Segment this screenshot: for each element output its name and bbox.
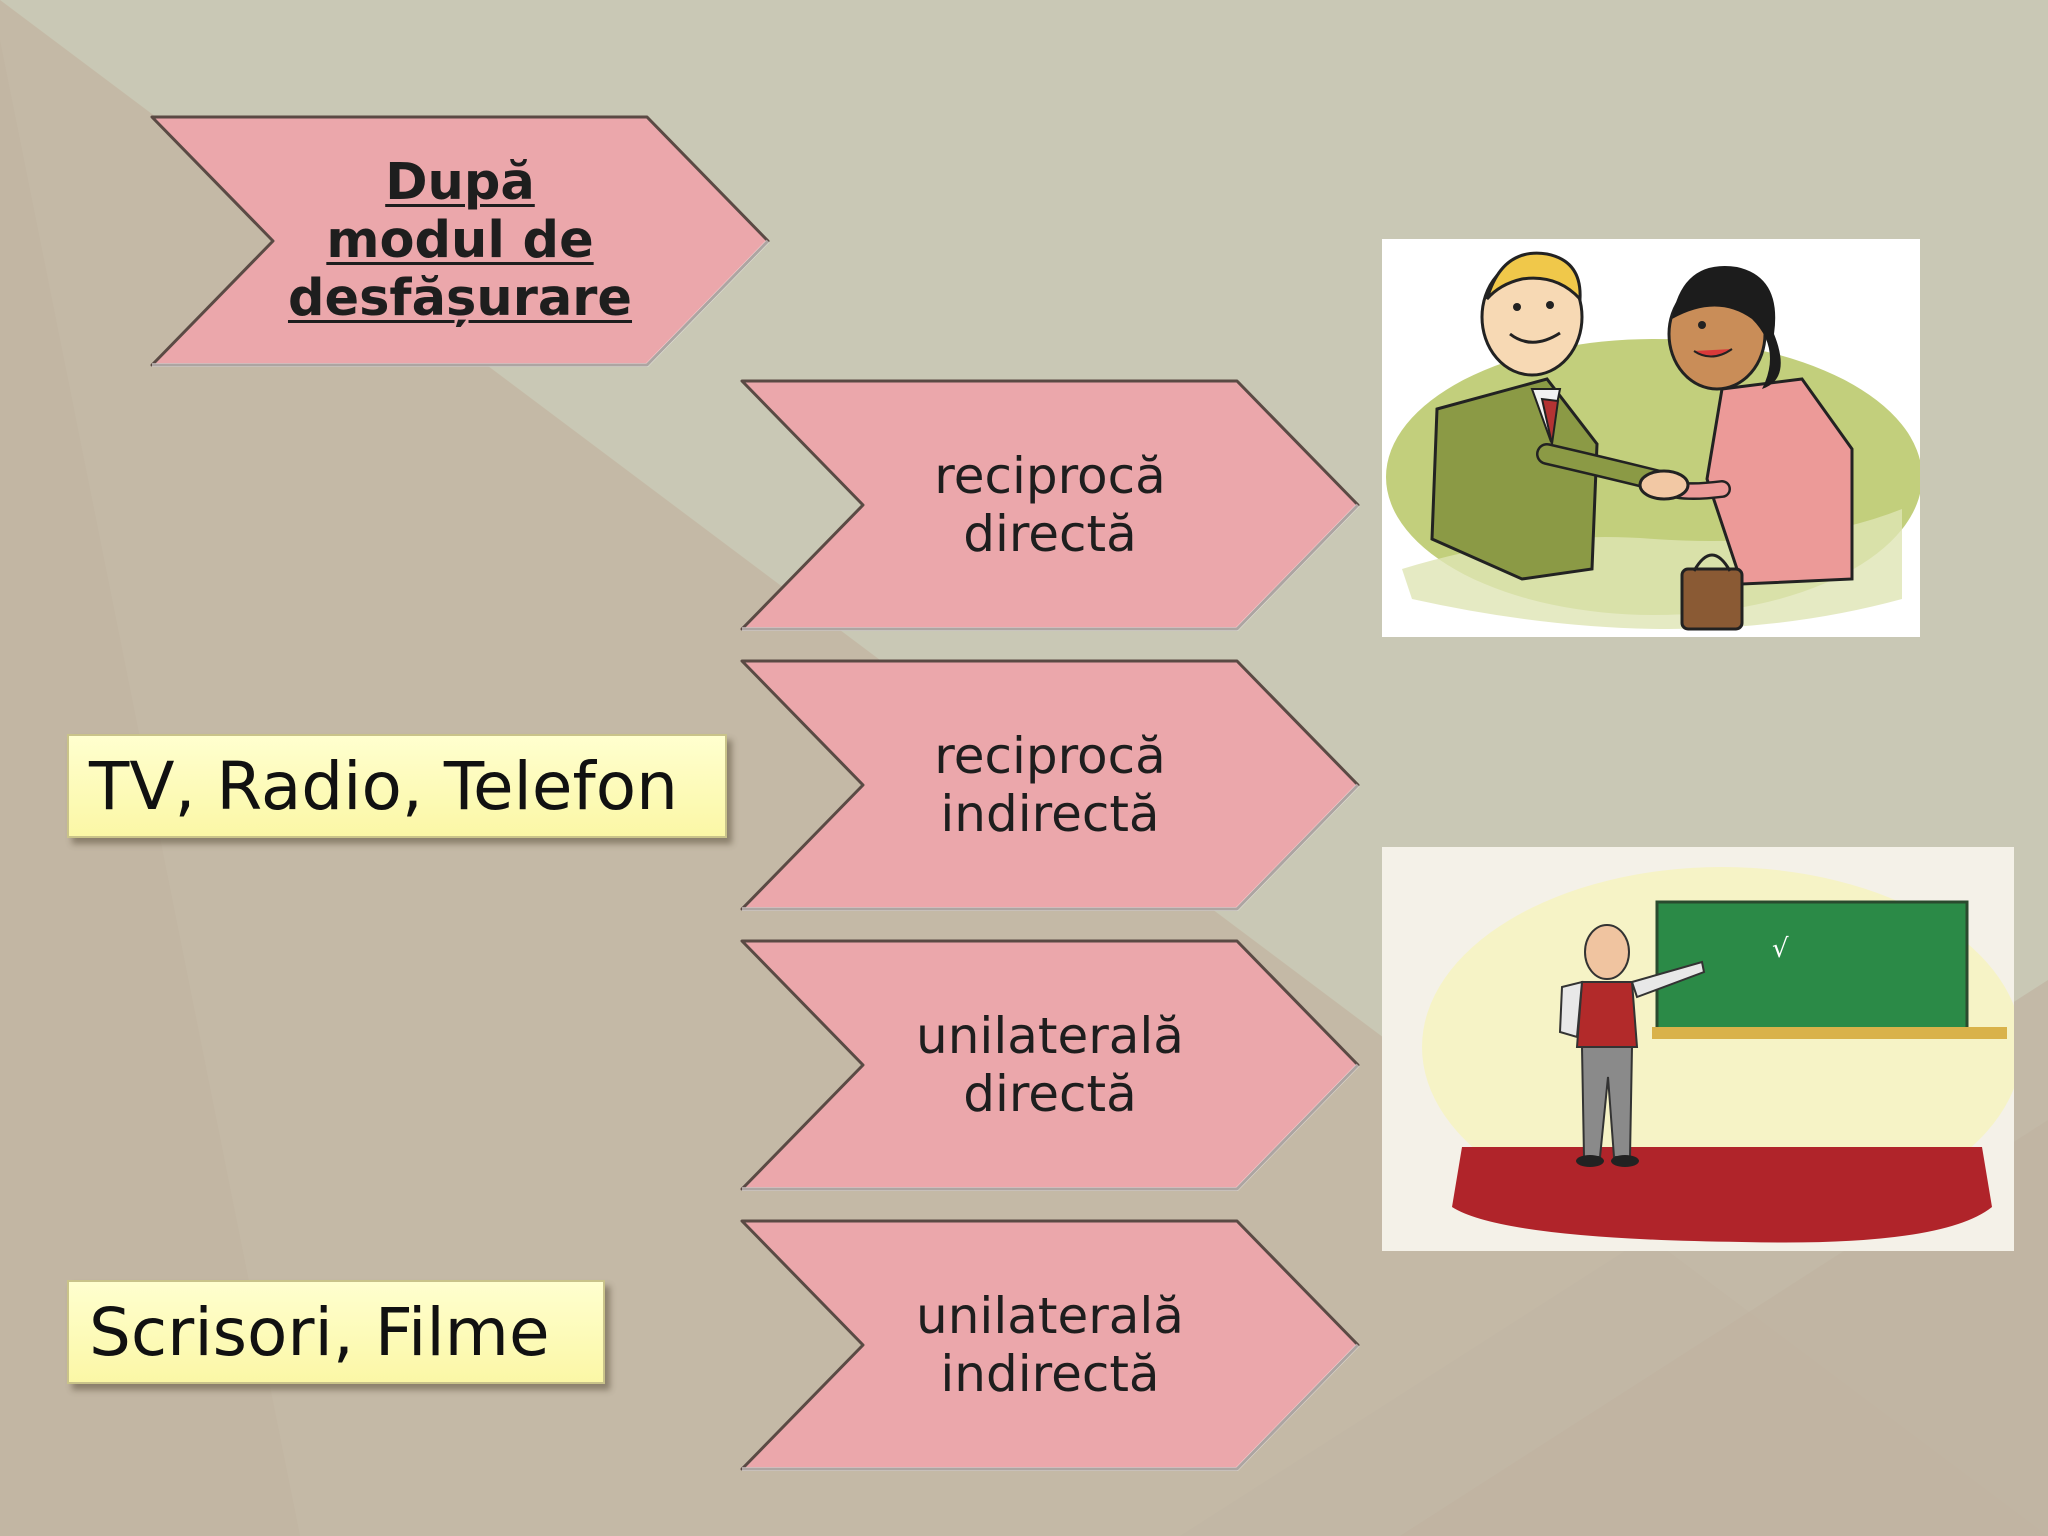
- chevron-shape: [740, 659, 1360, 911]
- type-line-1: unilaterală: [916, 1007, 1184, 1065]
- type-chevron-unilateral-direct: unilaterală directă: [740, 939, 1360, 1191]
- type-line-2: indirectă: [940, 1345, 1160, 1403]
- type-text: unilaterală indirectă: [863, 1221, 1237, 1469]
- heading-line-1: După: [385, 153, 535, 212]
- heading-line-3: desfășurare: [287, 269, 633, 328]
- chevron-shape: [150, 115, 770, 367]
- teacher-blackboard-clipart-icon: √: [1382, 847, 2014, 1251]
- chevron-shape: [740, 939, 1360, 1191]
- type-text: reciprocă indirectă: [863, 661, 1237, 909]
- type-line-2: indirectă: [940, 785, 1160, 843]
- teacher-illustration: √: [1422, 867, 2014, 1243]
- type-line-1: unilaterală: [916, 1287, 1184, 1345]
- type-line-1: reciprocă: [934, 727, 1166, 785]
- example-box-letters-films: Scrisori, Filme: [67, 1280, 605, 1384]
- example-box-tv-radio-phone: TV, Radio, Telefon: [67, 734, 727, 838]
- type-text: unilaterală directă: [863, 941, 1237, 1189]
- svg-text:√: √: [1772, 934, 1789, 964]
- type-chevron-unilateral-indirect: unilaterală indirectă: [740, 1219, 1360, 1471]
- type-line-1: reciprocă: [934, 447, 1166, 505]
- type-text: reciprocă directă: [863, 381, 1237, 629]
- type-chevron-reciprocal-indirect: reciprocă indirectă: [740, 659, 1360, 911]
- heading-line-2: modul de: [326, 211, 594, 270]
- heading-chevron: După modul de desfășurare: [150, 115, 770, 367]
- chevron-shape: [740, 379, 1360, 631]
- chevron-shape: [740, 1219, 1360, 1471]
- handshake-clipart-icon: [1382, 239, 1920, 637]
- heading-text: După modul de desfășurare: [273, 117, 647, 365]
- handshake-illustration: [1386, 251, 1920, 631]
- type-chevron-reciprocal-direct: reciprocă directă: [740, 379, 1360, 631]
- type-line-2: directă: [963, 505, 1137, 563]
- type-line-2: directă: [963, 1065, 1137, 1123]
